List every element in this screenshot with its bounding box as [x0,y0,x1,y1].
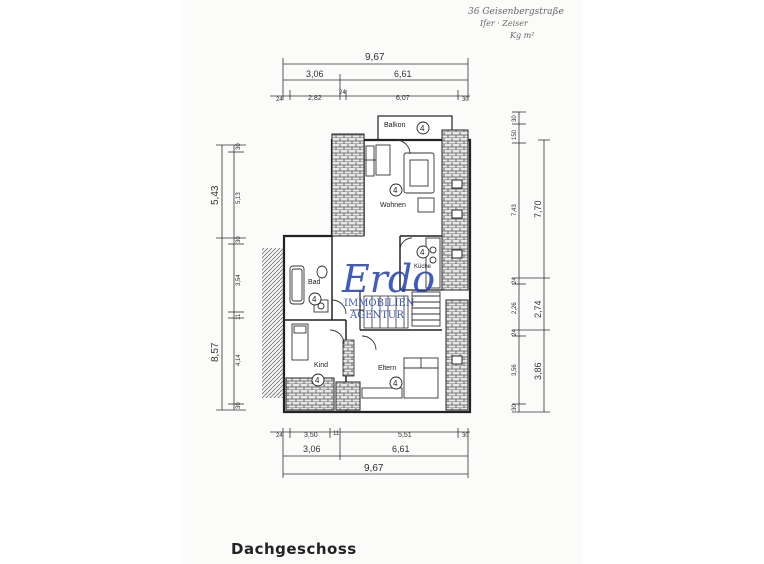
roof-tiles-bottom-left [285,377,335,411]
dim-left-d4: 3,54 [236,274,242,286]
right-dimension-lines [512,111,550,413]
room-number-kind: 4 [315,376,320,385]
kids-room-furniture [291,323,345,361]
dim-bottom-sub4: 5,51 [398,432,412,439]
dim-left-total: 8,57 [210,342,221,362]
dim-top-sub3: 24 [339,90,346,96]
watermark-line2: AGENTUR [349,310,404,321]
dim-right-r1: 30 [512,115,518,122]
dim-bottom-sub5: 30 [462,433,469,439]
dim-top-sub1: 24 [276,97,283,103]
dim-right-r11: 30 [512,404,518,411]
dim-left-d2: 5,13 [236,192,242,204]
room-label-kueche: Küche [414,264,432,270]
dim-right-r10: 3,86 [533,362,543,380]
bathroom-fixtures [289,265,347,315]
roof-tiles-left-upper [331,133,365,237]
dim-right-r5: 24 [512,277,518,284]
dim-top-sub2: 2,82 [308,95,322,102]
left-dimension-lines [216,144,246,411]
dim-bottom-sub1: 24 [276,433,283,439]
staircase [350,295,409,329]
room-number-circles [308,121,430,390]
dim-top-right: 6,61 [394,69,412,79]
dim-top-left: 3,06 [306,69,324,79]
dim-left-d6: 4,14 [236,354,242,366]
watermark-script: Erdo [341,257,435,301]
room-number-balkon: 4 [420,124,425,133]
dim-right-r3: 7,43 [512,204,518,216]
room-label-eltern: Eltern [378,365,396,372]
plan-title: Dachgeschoss [231,540,357,558]
room-label-kind: Kind [314,362,328,369]
dim-right-r9: 3,56 [512,364,518,376]
windows [451,179,463,365]
handwritten-note: 36 Geisenbergstraße [468,7,564,17]
dim-left-upper: 5,43 [210,185,221,205]
dim-bottom-sub3: 11 [333,431,340,437]
room-label-balkon: Balkon [384,122,406,129]
parents-room-furniture [361,335,439,399]
living-furniture [364,139,435,213]
dim-right-r7: 2,74 [533,300,543,318]
kitchen-fixtures [399,237,441,327]
room-label-wohnen: Wohnen [380,202,406,209]
dim-right-r2: 150 [512,129,518,140]
left-slope-hatch [262,248,284,398]
room-number-bad: 4 [312,295,317,304]
room-number-eltern: 4 [393,379,398,388]
room-label-bad: Bad [308,279,321,286]
roof-tiles-bottom-mid [335,381,361,411]
dim-left-d1: 30 [236,143,242,150]
dim-left-d7: 30 [236,402,242,409]
room-number-wohnen: 4 [393,186,398,195]
dim-right-r6: 2,26 [512,302,518,314]
agency-watermark: Erdo IMMOBILIEN AGENTUR [341,257,435,321]
dim-bottom-right: 6,61 [392,444,410,454]
dim-top-sub4: 6,07 [396,95,410,102]
dim-left-d3: 30 [236,236,242,243]
handwritten-note-2: Ifer · Zeiser [479,19,529,28]
dim-bottom-left: 3,06 [303,444,321,454]
roof-tiles-chimney [342,339,355,377]
dim-bottom-total: 9,67 [364,463,384,474]
watermark-line1: IMMOBILIEN [344,298,415,309]
dim-left-d5: 11 [236,313,242,320]
roof-tiles-right-lower [445,299,469,411]
bottom-dimension-lines [270,428,470,478]
room-number-kueche: 4 [420,248,425,257]
dim-top-total: 9,67 [365,52,385,63]
dim-right-r8: 24 [512,329,518,336]
handwritten-note-3: Kg m² [509,31,534,40]
dim-right-r4: 7,70 [533,200,543,218]
dim-top-sub5: 30 [462,97,469,103]
top-dimension-lines [270,58,470,100]
dim-bottom-sub2: 3,50 [304,432,318,439]
